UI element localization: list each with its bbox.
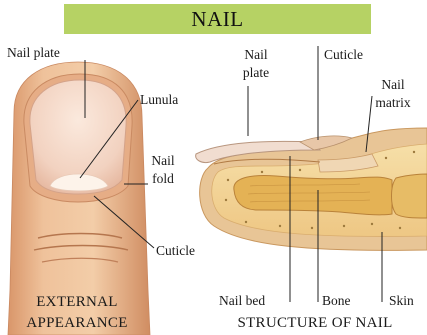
label-nail-bed: Nail bed	[219, 292, 265, 309]
caption-external-line1: EXTERNAL	[8, 292, 146, 312]
label-nail-fold-line1: Nail	[148, 152, 178, 169]
label-nail-matrix-line2: matrix	[368, 94, 418, 111]
label-nail-plate-section-line2: plate	[236, 64, 276, 81]
label-cuticle-section: Cuticle	[324, 46, 363, 63]
joint-bone	[392, 174, 427, 218]
label-lunula: Lunula	[140, 91, 178, 108]
label-skin: Skin	[389, 292, 414, 309]
label-nail-plate-section-line1: Nail	[236, 46, 276, 63]
label-cuticle-external: Cuticle	[156, 242, 195, 259]
label-nail-matrix-line1: Nail	[368, 76, 418, 93]
label-nail-plate: Nail plate	[7, 44, 60, 61]
nail-cross-section	[196, 128, 427, 250]
label-bone: Bone	[322, 292, 351, 309]
label-nail-fold-line2: fold	[148, 170, 178, 187]
caption-external-line2: APPEARANCE	[8, 313, 146, 333]
caption-structure: STRUCTURE OF NAIL	[210, 313, 420, 333]
bone-shape	[234, 176, 392, 215]
